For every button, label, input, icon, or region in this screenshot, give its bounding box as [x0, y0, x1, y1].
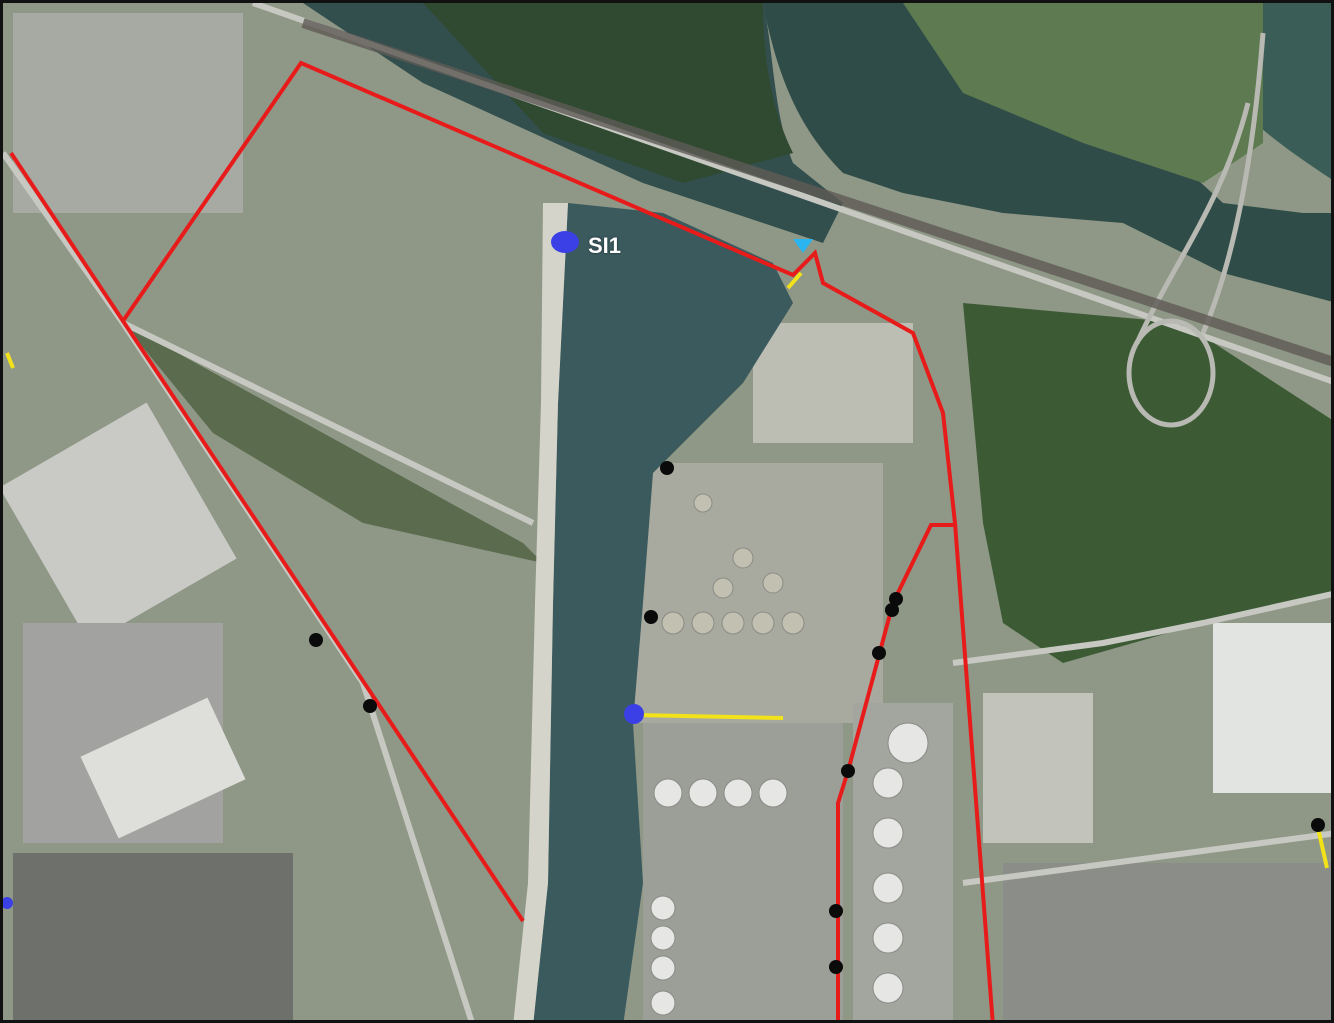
connector-main: [634, 713, 784, 720]
black-dot-icon: [363, 699, 377, 713]
storage-yard-center: [633, 463, 883, 723]
highway-loop: [1126, 32, 1266, 428]
map-canvas[interactable]: [3, 3, 1334, 1023]
open-lot-right: [983, 693, 1093, 843]
blue-circle-icon[interactable]: [624, 704, 644, 724]
boundary-east: [836, 523, 955, 1020]
blue-circle-icon[interactable]: [551, 231, 579, 253]
industrial-block-left-1: [3, 402, 237, 644]
tank-farm-center: [643, 723, 843, 1020]
industrial-block-bottom-right: [1003, 863, 1331, 1020]
river-right: [763, 3, 1331, 302]
black-dot-icon: [872, 646, 886, 660]
open-lot-top: [753, 323, 913, 443]
black-dot-icon: [644, 610, 658, 624]
forest-top: [423, 3, 793, 183]
black-dot-icon: [829, 904, 843, 918]
black-dot-icon: [885, 603, 899, 617]
marker-points: [309, 461, 1325, 974]
site-label: SI1: [588, 233, 622, 258]
industrial-block-right-warehouse: [1213, 623, 1331, 793]
canal-bank-left: [513, 203, 568, 1020]
black-dot-icon: [889, 592, 903, 606]
storage-tanks: [650, 493, 929, 1016]
connector-lines: [5, 271, 1329, 869]
forest-right: [963, 303, 1331, 663]
black-dot-icon: [1311, 818, 1325, 832]
black-dot-icon: [660, 461, 674, 475]
connector-right: [1316, 827, 1329, 869]
industrial-block-left-3: [80, 697, 246, 839]
green-field-top-right: [903, 3, 1263, 183]
blue-circle-icon: [3, 897, 13, 909]
connector-left-edge: [5, 352, 15, 369]
railway: [301, 18, 1331, 367]
blue-triangle-icon[interactable]: [793, 239, 813, 253]
boundary-north: [121, 60, 995, 1020]
black-dot-icon: [309, 633, 323, 647]
black-dot-icon: [841, 764, 855, 778]
boundary-lines: [9, 60, 995, 1020]
connector-top: [786, 271, 803, 290]
harbor-canal: [533, 203, 793, 1020]
industrial-block-topleft: [13, 13, 243, 213]
industrial-block-left-4: [13, 853, 293, 1020]
vegetation-left-strip: [123, 323, 543, 563]
black-dot-icon: [829, 960, 843, 974]
